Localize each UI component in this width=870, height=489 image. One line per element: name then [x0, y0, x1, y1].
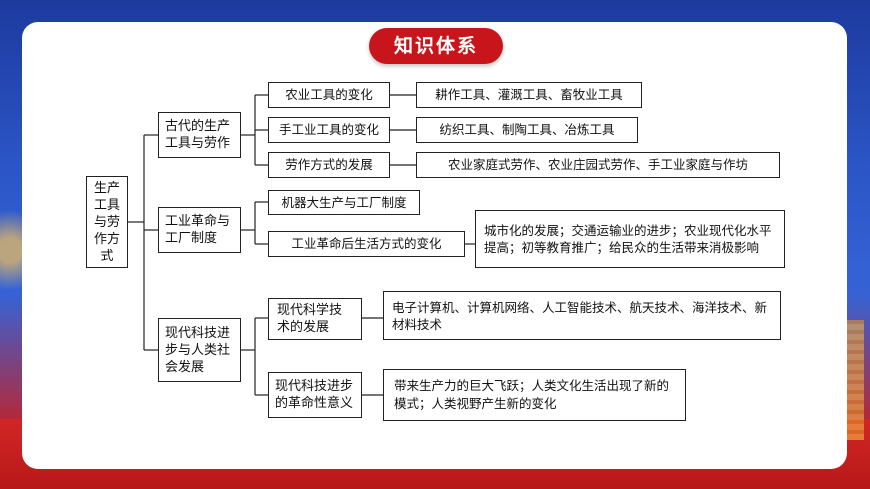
detail-node-text: 耕作工具、灌溉工具、畜牧业工具: [435, 87, 623, 102]
child-node-label: 现代科技进步的革命性意义: [275, 379, 354, 411]
root-node: 生产工具与劳作方式: [86, 176, 128, 268]
detail-node-2-2: 城市化的发展；交通运输业的进步；农业现代化水平提高；初等教育推广；给民众的生活带…: [475, 210, 785, 268]
detail-node-text: 农业家庭式劳作、农业庄园式劳作、手工业家庭与作坊: [447, 157, 748, 172]
detail-node-1-3: 农业家庭式劳作、农业庄园式劳作、手工业家庭与作坊: [416, 152, 780, 178]
child-node-label: 农业工具的变化: [285, 87, 373, 102]
child-node-label: 劳作方式的发展: [285, 157, 373, 172]
child-node-2-2: 工业革命后生活方式的变化: [268, 231, 465, 257]
branch-node-label: 古代的生产工具与劳作: [165, 119, 231, 151]
child-node-1-1: 农业工具的变化: [268, 82, 390, 108]
child-node-label: 机器大生产与工厂制度: [281, 194, 407, 210]
branch-node-label: 现代科技进步与人类社会发展: [165, 325, 231, 375]
detail-node-1-1: 耕作工具、灌溉工具、畜牧业工具: [416, 82, 642, 108]
detail-node-1-2: 纺织工具、制陶工具、冶炼工具: [416, 117, 638, 143]
detail-node-text: 纺织工具、制陶工具、冶炼工具: [439, 122, 615, 137]
detail-node-text: 带来生产力的巨大飞跃；人类文化生活出现了新的模式；人类视野产生新的变化: [394, 378, 670, 411]
detail-node-3-2: 带来生产力的巨大飞跃；人类文化生活出现了新的模式；人类视野产生新的变化: [383, 369, 686, 421]
child-node-1-3: 劳作方式的发展: [268, 152, 390, 178]
branch-node-label: 工业革命与工厂制度: [165, 214, 231, 246]
child-node-label: 现代科学技术的发展: [277, 303, 343, 335]
child-node-3-2: 现代科技进步的革命性意义: [268, 372, 362, 418]
page-title: 知识体系: [369, 28, 503, 64]
child-node-2-1: 机器大生产与工厂制度: [268, 190, 420, 215]
detail-node-text: 城市化的发展；交通运输业的进步；农业现代化水平提高；初等教育推广；给民众的生活带…: [484, 223, 772, 255]
child-node-3-1: 现代科学技术的发展: [268, 298, 362, 340]
child-node-1-2: 手工业工具的变化: [268, 117, 390, 143]
detail-node-text: 电子计算机、计算机网络、人工智能技术、航天技术、海洋技术、新材料技术: [392, 299, 768, 332]
background-right-decoration: [844, 320, 864, 440]
branch-node-2: 工业革命与工厂制度: [158, 207, 241, 253]
branch-node-1: 古代的生产工具与劳作: [158, 112, 241, 158]
branch-node-3: 现代科技进步与人类社会发展: [158, 318, 241, 382]
root-node-label: 生产工具与劳作方式: [93, 180, 120, 264]
child-node-label: 手工业工具的变化: [278, 122, 379, 137]
detail-node-3-1: 电子计算机、计算机网络、人工智能技术、航天技术、海洋技术、新材料技术: [383, 291, 781, 340]
child-node-label: 工业革命后生活方式的变化: [291, 236, 442, 251]
